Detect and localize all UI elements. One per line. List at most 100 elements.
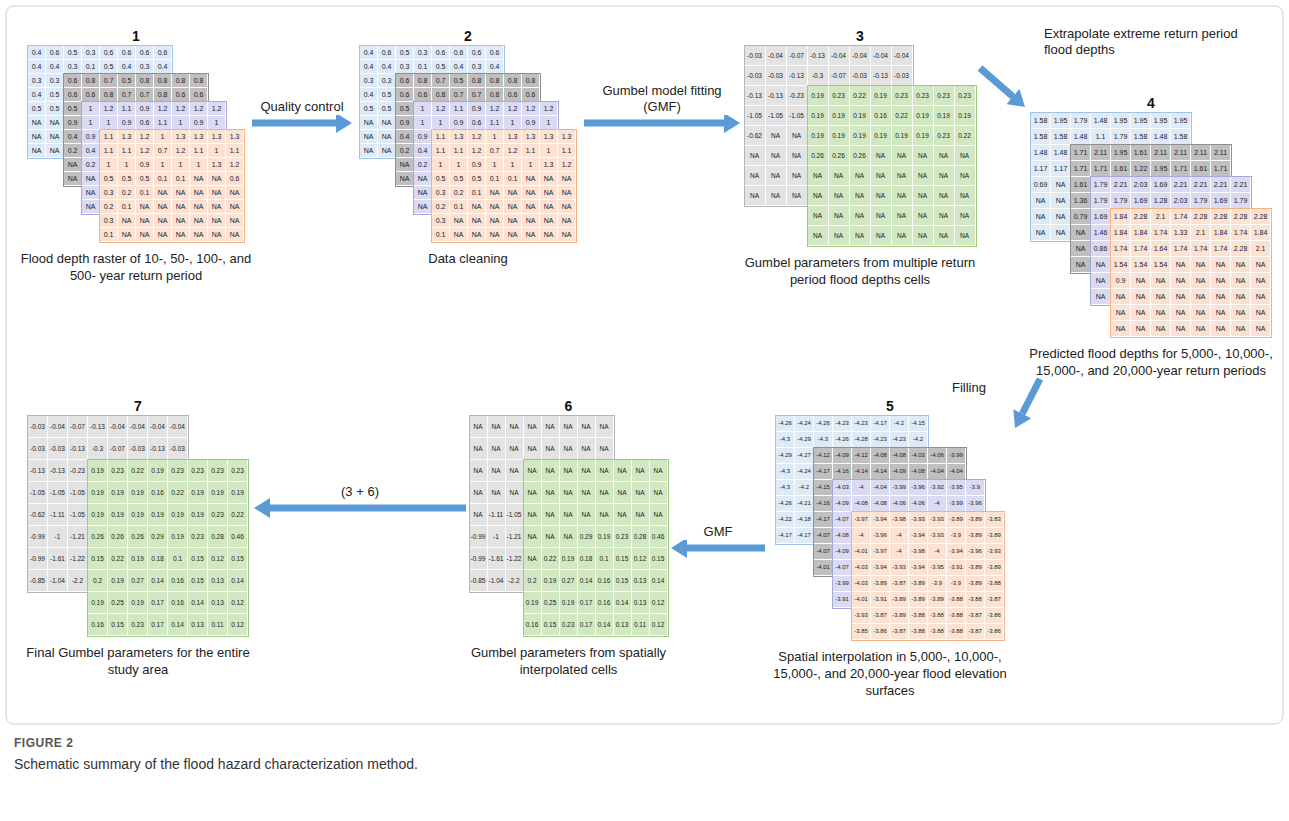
grid-cell: 0.19 <box>892 126 913 146</box>
grid-cell: NA <box>64 172 82 186</box>
grid-cell: 1 <box>208 116 226 130</box>
grid-cell: -0.07 <box>787 46 808 66</box>
grid-cell: 0.3 <box>100 186 118 200</box>
grid-cell: NA <box>1251 305 1271 321</box>
grid-cell: 0.2 <box>450 186 468 200</box>
grid-cell: NA <box>913 166 934 186</box>
grid-cell: 0.15 <box>88 548 108 570</box>
grid-cell: -2.2 <box>506 570 524 592</box>
grid-cell: 1.69 <box>1151 177 1171 193</box>
grid-cell: 0.19 <box>913 106 934 126</box>
grid-cell: NA <box>1151 289 1171 305</box>
grid-cell: 0.16 <box>148 482 168 504</box>
grid-cell: -1.21 <box>68 526 88 548</box>
grid-cell: 1.79 <box>1191 193 1211 209</box>
grid-cell: NA <box>542 460 560 482</box>
grid-cell: -3.94 <box>871 512 890 528</box>
grid-cell: 0.22 <box>128 460 148 482</box>
grid-cell: NA <box>934 186 955 206</box>
grid-cell: 1.1 <box>100 130 118 144</box>
grid-cell: 0.14 <box>596 614 614 636</box>
grid-cell: NA <box>1171 305 1191 321</box>
grid-cell: NA <box>1211 305 1231 321</box>
grid-cell: NA <box>578 460 596 482</box>
grid-cell: NA <box>1191 321 1211 337</box>
grid-cell: -4.16 <box>814 496 833 512</box>
grid-cell: 0.8 <box>522 74 540 88</box>
grid-cell: NA <box>208 214 226 228</box>
grid-cell: 1 <box>82 102 100 116</box>
grid-cell: -3.88 <box>947 592 966 608</box>
grid-cell: NA <box>64 158 82 172</box>
grid-cell: NA <box>871 226 892 246</box>
grid-cell: 0.9 <box>64 116 82 130</box>
grid-cell: -4.09 <box>833 496 852 512</box>
grid-cell: 1.84 <box>1111 209 1131 225</box>
grid-cell: 1.3 <box>450 130 468 144</box>
grid-cell: 0.22 <box>542 548 560 570</box>
grid-cell: 0.3 <box>136 60 154 74</box>
grid-cell: 1.2 <box>486 102 504 116</box>
grid-cell: NA <box>524 548 542 570</box>
grid-cell: -1.05 <box>48 482 68 504</box>
grid-cell: 0.3 <box>28 74 46 88</box>
grid-cell: -1.22 <box>506 548 524 570</box>
grid-cell: NA <box>632 482 650 504</box>
grid-cell: 2.21 <box>1231 177 1251 193</box>
grid-cell: 1.64 <box>1151 241 1171 257</box>
grid-cell: NA <box>560 482 578 504</box>
grid-cell: NA <box>542 526 560 548</box>
grid-cell: 0.1 <box>100 228 118 242</box>
raster-stack: -0.03-0.04-0.07-0.13-0.04-0.04-0.04-0.04… <box>28 416 248 636</box>
grid-cell: -4.16 <box>833 464 852 480</box>
grid-cell: NA <box>632 504 650 526</box>
grid-cell: NA <box>540 172 558 186</box>
grid-cell: -0.13 <box>787 66 808 86</box>
step-caption: Flood depth raster of 10-, 50-, 100-, an… <box>20 250 252 284</box>
grid-cell: 0.23 <box>934 86 955 106</box>
grid-cell: NA <box>190 214 208 228</box>
grid-cell: 1.95 <box>1051 113 1071 129</box>
grid-cell: 0.19 <box>88 504 108 526</box>
grid-cell: 1.48 <box>1051 145 1071 161</box>
grid-cell: 0.16 <box>524 614 542 636</box>
grid-cell: 0.15 <box>228 548 248 570</box>
flow-arrow <box>270 505 466 512</box>
grid-cell: NA <box>1071 257 1091 273</box>
grid-cell: 1.33 <box>1171 225 1191 241</box>
grid-cell: 1 <box>486 130 504 144</box>
grid-cell: 1.71 <box>1171 161 1191 177</box>
grid-cell: NA <box>650 504 668 526</box>
grid-cell: 0.9 <box>468 158 486 172</box>
grid-cell: 1 <box>100 158 118 172</box>
grid-cell: NA <box>829 226 850 246</box>
grid-cell: 0.7 <box>154 144 172 158</box>
grid-cell: -0.13 <box>148 438 168 460</box>
step-number: 2 <box>352 28 584 46</box>
grid-cell: NA <box>892 166 913 186</box>
grid-cell: -0.04 <box>108 416 128 438</box>
grid-cell: -3.91 <box>833 592 852 608</box>
grid-cell: -3.89 <box>928 592 947 608</box>
grid-cell: 0.5 <box>100 172 118 186</box>
grid-cell: 1.3 <box>504 130 522 144</box>
grid-cell: 0.23 <box>208 460 228 482</box>
grid-cell: NA <box>1191 305 1211 321</box>
grid-cell: 0.2 <box>432 200 450 214</box>
grid-cell: NA <box>850 206 871 226</box>
grid-cell: 0.5 <box>378 88 396 102</box>
grid-cell: -4.08 <box>871 496 890 512</box>
raster-layer: 1.11.31.211.31.31.31.31.11.11.20.71.21.1… <box>100 130 244 242</box>
grid-cell: 1.3 <box>208 130 226 144</box>
grid-cell: -3.85 <box>852 624 871 640</box>
stage-panel: 41.581.951.791.481.951.951.951.951.581.5… <box>1025 95 1277 379</box>
grid-cell: 0.23 <box>560 614 578 636</box>
grid-cell: -0.04 <box>168 416 188 438</box>
grid-cell: NA <box>1151 305 1171 321</box>
grid-cell: -3.93 <box>909 512 928 528</box>
grid-cell: 0.4 <box>28 88 46 102</box>
grid-cell: -1.04 <box>48 570 68 592</box>
grid-cell: 0.19 <box>128 504 148 526</box>
grid-cell: 0.22 <box>892 106 913 126</box>
step-caption: Data cleaning <box>352 250 584 267</box>
